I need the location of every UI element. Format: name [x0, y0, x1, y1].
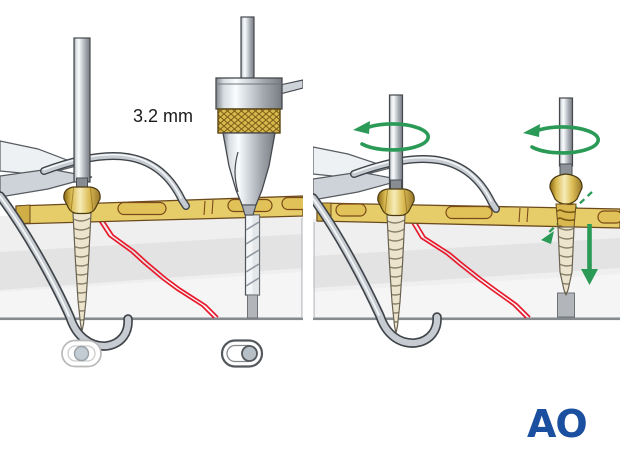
rotation-arrow-left-icon [353, 121, 430, 152]
screwdriver-shaft-right [558, 97, 574, 167]
drill-shaft [240, 16, 255, 81]
screw-hole-neutral-icon [61, 339, 102, 368]
fracture-line [408, 216, 531, 319]
plate-hole [445, 205, 493, 220]
reduction-forceps-upper-arm [313, 146, 500, 213]
pilot-hole [557, 292, 575, 318]
drill-guide-handle [279, 79, 303, 95]
left-panel-illustration: 3.2 mm [0, 16, 303, 368]
insertion-arrow-icon [581, 224, 598, 285]
screwdriver-shaft-left [388, 94, 404, 191]
reduction-forceps-lower-arm [0, 191, 133, 351]
bone-lower-edge [0, 317, 303, 321]
screwdriver-shaft [73, 37, 91, 183]
drill-guide [215, 16, 303, 216]
plate-hole [597, 210, 620, 224]
reduction-forceps-lower-arm [313, 193, 442, 348]
second-cortex-screw [549, 173, 583, 296]
plate-hole [335, 203, 367, 217]
rotation-arrow-right-icon [523, 124, 600, 155]
right-panel-illustration: AO [313, 94, 620, 446]
reduction-forceps-upper-arm [0, 140, 190, 210]
bone-lower-edge [313, 317, 620, 321]
fracture-line [95, 214, 219, 319]
plate-hole [281, 196, 303, 211]
knurled-ring [217, 108, 281, 134]
drill-diameter-label: 3.2 mm [133, 106, 193, 126]
compression-arrow-icon [541, 191, 593, 244]
drill-bit [244, 214, 261, 319]
ao-logo: AO [527, 402, 587, 446]
screw-hole-eccentric-icon [220, 339, 264, 368]
plate-hole [117, 201, 167, 216]
